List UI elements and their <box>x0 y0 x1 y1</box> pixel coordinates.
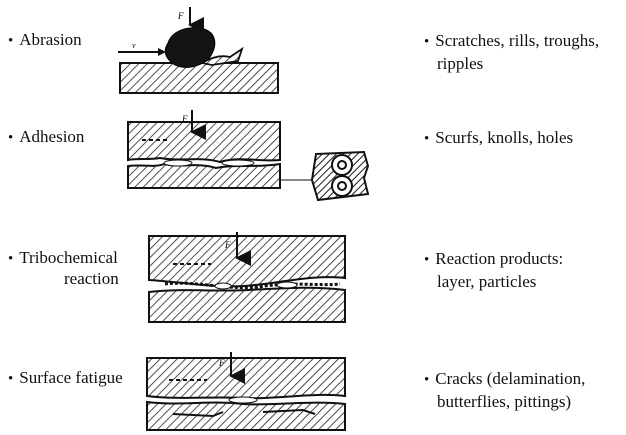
mechanism-name: Surface fatigue <box>19 368 122 387</box>
tribo-upper-block <box>149 236 345 286</box>
reaction-particle <box>277 282 297 288</box>
contact-gap <box>229 397 257 403</box>
mechanism-name: Adhesion <box>19 127 84 146</box>
force-label: F <box>218 358 225 368</box>
detail-ring <box>338 161 346 169</box>
mechanism-name-line: reaction <box>8 269 119 288</box>
mechanism-adhesion: • Adhesion <box>8 127 84 148</box>
bullet: • <box>424 249 429 271</box>
bullet: • <box>8 249 13 269</box>
bullet: • <box>424 369 429 391</box>
mechanism-abrasion: • Abrasion <box>8 30 82 51</box>
bullet: • <box>8 128 13 148</box>
motion-arrow-head <box>158 48 166 56</box>
effect-abrasion: • Scratches, rills, troughs, ripples <box>424 30 599 75</box>
mechanism-name-line: Tribochemical <box>19 248 118 267</box>
motion-label: v <box>132 41 136 50</box>
tribo-lower-block <box>149 288 345 322</box>
surface-fatigue-diagram: F <box>143 350 349 434</box>
effect-adhesion: • Scurfs, knolls, holes <box>424 127 573 150</box>
effect-line: ripples <box>424 54 483 73</box>
mechanism-name: Abrasion <box>19 30 81 49</box>
effect-line: layer, particles <box>424 272 536 291</box>
adhesion-gap <box>222 160 254 166</box>
adhesion-gap <box>164 160 192 166</box>
bullet: • <box>8 369 13 389</box>
effect-tribochemical: • Reaction products: layer, particles <box>424 248 563 293</box>
mechanism-surface-fatigue: • Surface fatigue <box>8 368 123 389</box>
effect-line: Scratches, rills, troughs, <box>435 31 599 50</box>
tribochemical-diagram: F <box>145 228 353 324</box>
fatigue-upper-block <box>147 358 345 398</box>
adhesion-upper-block <box>128 122 280 162</box>
effect-line: butterflies, pittings) <box>424 392 571 411</box>
effect-surface-fatigue: • Cracks (delamination, butterflies, pitt… <box>424 368 585 413</box>
detail-ring <box>338 182 346 190</box>
adhesion-lower-block <box>128 164 280 188</box>
adhesion-diagram: F <box>120 108 382 204</box>
force-label: F <box>224 240 231 250</box>
force-label: F <box>181 114 188 124</box>
effect-line: Cracks (delamination, <box>435 369 585 388</box>
abrasion-base-block <box>120 63 278 93</box>
fatigue-lower-block <box>147 402 345 430</box>
effect-line: Reaction products: <box>435 249 563 268</box>
mechanism-tribochemical: • Tribochemical reaction <box>8 248 119 289</box>
force-label: F <box>177 11 184 21</box>
bullet: • <box>424 31 429 53</box>
abrasion-diagram: F v <box>112 5 282 97</box>
bullet: • <box>8 31 13 51</box>
bullet: • <box>424 128 429 150</box>
reaction-particle <box>215 283 231 289</box>
effect-line: Scurfs, knolls, holes <box>435 128 573 147</box>
